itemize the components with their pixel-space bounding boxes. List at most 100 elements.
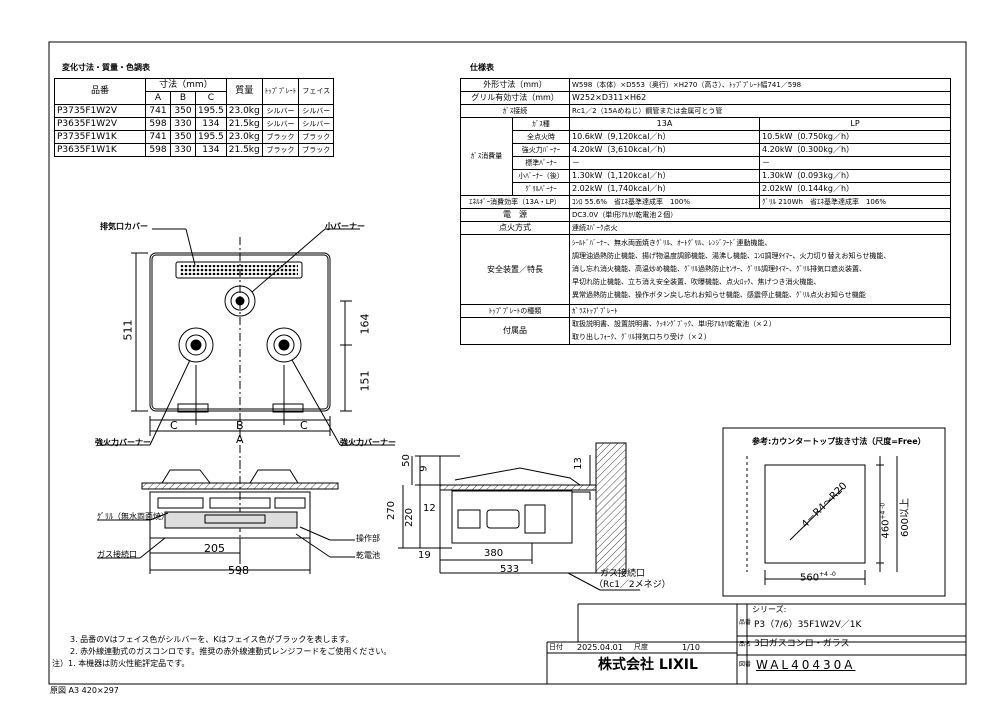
cell-c: 195.5 xyxy=(195,104,227,118)
ignition-value: 連続ｽﾊﾟｰｸ点火 xyxy=(568,221,952,235)
acc-line: 取扱説明書、設置説明書、ｸｯｷﾝｸﾞﾌﾞｯｸ、単Ⅰ形ｱﾙｶﾘ乾電池（×２） xyxy=(572,320,776,328)
cell-mass: 23.0kg xyxy=(225,104,263,118)
scale-label: 尺度 xyxy=(634,643,648,651)
outer-value: W598（本体）×D553（奥行）×H270（高さ）、ﾄｯﾌﾟﾌﾟﾚｰﾄ幅741… xyxy=(568,78,952,92)
grill-value: W252×D311×H62 xyxy=(568,91,952,105)
row-13a: 1.30kW（1,120kcal／h） xyxy=(569,169,760,183)
cell-a: 598 xyxy=(145,117,171,131)
date-label: 日付 xyxy=(549,643,563,651)
topplate-label: ﾄｯﾌﾟﾌﾟﾚｰﾄの種類 xyxy=(460,304,570,318)
row-lp: 2.02kW（0.144kg／h） xyxy=(758,182,952,196)
cell-model: P3635F1W2V xyxy=(54,117,146,131)
topplate-value: ｶﾞﾗｽﾄｯﾌﾟﾌﾟﾚｰﾄ xyxy=(568,304,952,318)
label-gas-conn-spec: （Rc1／2メネジ） xyxy=(594,580,671,590)
cell-a: 741 xyxy=(145,130,171,144)
ignition-label: 点火方式 xyxy=(460,221,570,235)
dim-511: 511 xyxy=(121,319,135,341)
cell-top: ブラック xyxy=(261,130,300,144)
scale-value: 1/10 xyxy=(682,643,700,652)
safety-line: 消し忘れ消火機能、高温炒め機能、ｸﾞﾘﾙ過熱防止ｾﾝｻｰ、ｸﾞﾘﾙ調理ﾀｲﾏｰ、… xyxy=(572,265,866,273)
dim-a: A xyxy=(236,433,244,446)
cell-face: シルバー xyxy=(298,104,335,118)
safety-values: ｼｰﾙﾄﾞﾊﾞｰﾅｰ、無水両面焼きｸﾞﾘﾙ、ｵｰﾄｸﾞﾘﾙ、ﾚﾝｼﾞﾌｰﾄﾞ連動… xyxy=(568,234,952,305)
row-lp: 10.5kW（0.750kg／h） xyxy=(758,130,952,144)
row-label: 全点火時 xyxy=(512,130,570,144)
dims-table-title: 変化寸法・質量・色調表 xyxy=(62,63,150,72)
consumption-label: ｶﾞｽ消費量 xyxy=(460,117,513,196)
row-lp: 4.20kW（0.300kg／h） xyxy=(758,143,952,157)
dim-19: 19 xyxy=(418,550,431,561)
grill-label: グリル有効寸法（mm） xyxy=(460,91,570,105)
cell-c: 134 xyxy=(195,117,227,131)
dims-head-model: 品番 xyxy=(54,78,146,105)
cell-c: 134 xyxy=(195,143,227,157)
dims-head-top: ﾄｯﾌﾟﾌﾟﾚｰﾄ xyxy=(261,78,300,105)
safety-line: 調理油過熱防止機能、揚げ物温度調節機能、湯沸し機能、ｺﾝﾛ調理ﾀｲﾏｰ、火力切り… xyxy=(572,252,891,260)
dim-50: 50 xyxy=(400,454,412,467)
dim-205: 205 xyxy=(204,542,225,555)
dim-151: 151 xyxy=(358,370,372,392)
cutout-560-tol: +4 -0 xyxy=(819,571,836,578)
energy-konro-label: ｺﾝﾛ xyxy=(572,197,583,206)
cutout-560-value: 560 xyxy=(800,572,820,584)
company-name: 株式会社 LIXIL xyxy=(598,657,698,673)
row-lp: － xyxy=(758,156,952,170)
name-value: 3口ガスコンロ・ガラス xyxy=(754,639,850,649)
label-battery: 乾電池 xyxy=(356,551,380,560)
dim-380: 380 xyxy=(484,548,504,559)
drawing-number: WAL40430A xyxy=(756,658,856,672)
table-row: 標準ﾊﾞｰﾅｰ－－ xyxy=(461,156,952,170)
side-label-drawing: 図番 xyxy=(739,661,752,668)
dims-head-face: フェイス xyxy=(298,78,335,105)
spec-table-title: 仕様表 xyxy=(470,63,494,72)
row-label: ｸﾞﾘﾙﾊﾞｰﾅｰ xyxy=(512,182,570,196)
cell-mass: 21.5kg xyxy=(225,117,263,131)
dims-head-b: B xyxy=(170,91,196,105)
label-grill: ｸﾞﾘﾙ（無水両面焼） xyxy=(97,512,169,521)
gasconn-value: Rc1／2（15Aめねじ）鋼管または金属可とう管 xyxy=(568,104,952,118)
side-label-name: 品名 xyxy=(739,641,752,648)
safety-line: 早切れ防止機能、立ち消え安全装置、吹曝機能、点火ﾛｯｸ、焦げつき消火機能、 xyxy=(572,278,821,286)
outer-label: 外形寸法（mm） xyxy=(460,78,570,92)
cell-b: 330 xyxy=(170,117,196,131)
note-3: 3. 品番のVはフェイス色がシルバーを、Kはフェイス色がブラックを表します。 xyxy=(70,635,354,644)
model-value: P3（7/6）35F1W2V／1K xyxy=(754,620,862,630)
label-gas-conn-side: ガス接続口 xyxy=(600,569,646,579)
cell-b: 330 xyxy=(170,143,196,157)
front-view xyxy=(97,460,355,575)
acc-line: 取り出しﾌｫｰｸ、ｸﾞﾘﾙ排気口ちり受け（×２） xyxy=(572,333,711,341)
label-strong-burner-right: 強火力バーナー xyxy=(340,438,396,447)
row-label: 強火力ﾊﾞｰﾅｰ xyxy=(512,143,570,157)
dim-9: 9 xyxy=(418,465,430,472)
energy-konro: ｺﾝﾛ 55.6% 省ｴﾈ基準達成率 100% xyxy=(569,195,760,209)
cell-mass: 21.5kg xyxy=(225,143,263,157)
cell-c: 195.5 xyxy=(195,130,227,144)
gasconn-label: ｶﾞｽ接続 xyxy=(460,104,570,118)
dim-598: 598 xyxy=(228,564,249,577)
label-gas-conn-front: ガス接続口 xyxy=(97,550,137,559)
energy-grill-value: 210Wh 省ｴﾈ基準達成率 106% xyxy=(778,197,886,206)
label-small-burner: 小バーナー xyxy=(325,222,365,231)
energy-konro-value: 55.6% 省ｴﾈ基準達成率 100% xyxy=(584,197,690,206)
acc-label: 付属品 xyxy=(460,317,570,345)
dim-220: 220 xyxy=(404,507,416,528)
row-label: 小ﾊﾞｰﾅｰ（後） xyxy=(512,169,570,183)
acc-values: 取扱説明書、設置説明書、ｸｯｷﾝｸﾞﾌﾞｯｸ、単Ⅰ形ｱﾙｶﾘ乾電池（×２） 取り… xyxy=(568,317,952,345)
power-value: DC3.0V（単Ⅰ形ｱﾙｶﾘ乾電池２個） xyxy=(568,208,952,222)
cutout-560: 560+4 -0 xyxy=(800,571,836,584)
top-view xyxy=(100,228,395,470)
cutout-view xyxy=(722,427,946,597)
row-lp: 1.30kW（0.093kg／h） xyxy=(758,169,952,183)
date-value: 2025.04.01 xyxy=(577,643,623,652)
dim-b: B xyxy=(236,419,244,432)
power-label: 電 源 xyxy=(460,208,570,222)
label-strong-burner-left: 強火力バーナー xyxy=(95,438,151,447)
side-view xyxy=(398,442,640,591)
note-2: 2. 赤外線連動式のガスコンロです。推奨の赤外線連動式レンジフードをご使用くださ… xyxy=(70,647,392,656)
